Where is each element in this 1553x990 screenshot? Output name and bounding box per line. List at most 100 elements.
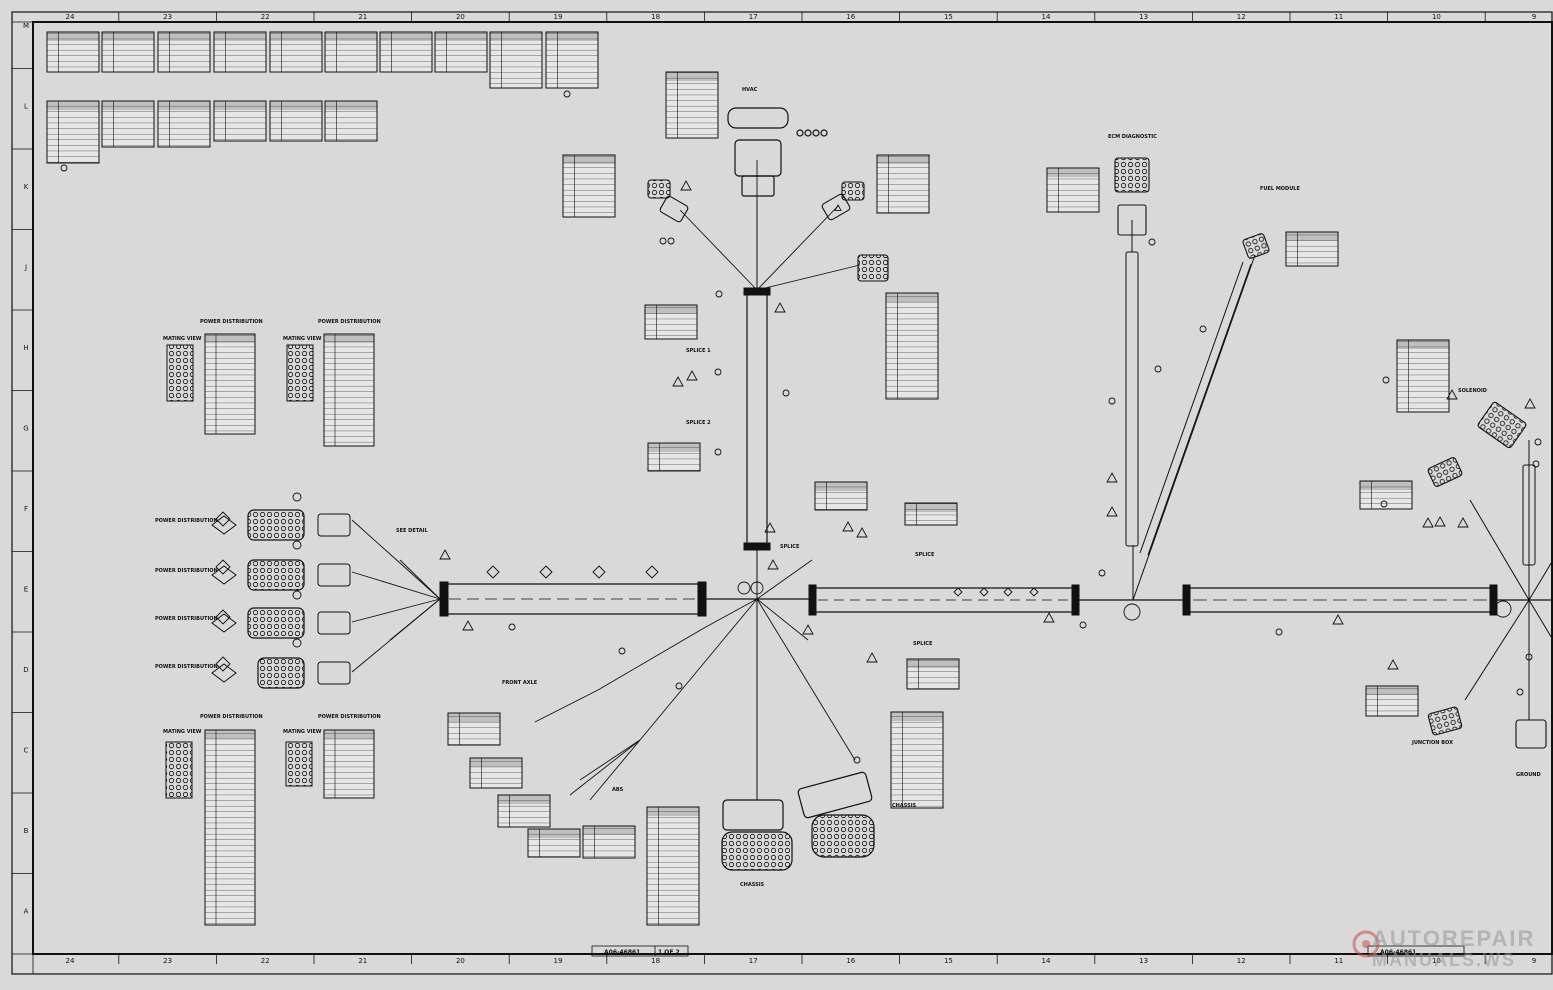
drawing-number-right: A06-46861 — [1380, 949, 1416, 956]
callout-diamond — [645, 565, 659, 579]
label-pd-4: POWER DISTRIBUTION — [155, 664, 218, 670]
wire-table — [527, 828, 581, 858]
wire-tables-center — [447, 71, 1450, 926]
bottom-zone-label: 20 — [456, 957, 465, 965]
top-zone-label: 20 — [456, 13, 465, 21]
wire-table — [204, 729, 256, 926]
label-splice-5: SPLICE — [913, 641, 933, 647]
side-zone-label: L — [24, 103, 28, 111]
callout-circle — [853, 756, 861, 764]
top-zone-label: 19 — [554, 13, 563, 21]
wire-table — [447, 712, 501, 746]
bottom-zone-label: 11 — [1334, 957, 1343, 965]
top-zone-label: 22 — [261, 13, 270, 21]
mating-view-connector — [166, 344, 194, 402]
connector-round-bottom-right — [797, 771, 875, 858]
callout-diamond — [215, 511, 231, 527]
harness-vertical-trunk — [743, 200, 771, 800]
wire-table — [545, 31, 599, 89]
wire-table — [1396, 339, 1450, 413]
wire-table — [1046, 167, 1100, 213]
top-zone-label: 11 — [1334, 13, 1343, 21]
callout-circle — [1525, 653, 1533, 661]
callout-circle — [714, 368, 722, 376]
bottom-zone-label: 16 — [846, 957, 855, 965]
revision-triangle — [680, 180, 692, 191]
side-zone-label: B — [24, 827, 29, 835]
wire-table — [647, 442, 701, 472]
wire-table — [157, 31, 211, 73]
side-zone-label: M — [23, 22, 29, 30]
label-junction-box: JUNCTION BOX — [1411, 740, 1453, 746]
diagram-labels: SEE DETAIL POWER DISTRIBUTION POWER DIST… — [155, 87, 1541, 888]
connector-module-right — [821, 181, 889, 282]
bottom-zone-label: 21 — [358, 957, 367, 965]
callout-circle — [292, 590, 302, 600]
bottom-zone-label: 17 — [749, 957, 758, 965]
label-chassis-1: CHASSIS — [740, 882, 765, 888]
label-pd-7: POWER DISTRIBUTION — [200, 714, 263, 720]
wire-table — [814, 481, 868, 511]
label-mating-view-2: MATING VIEW — [283, 336, 322, 342]
label-chassis-2: CHASSIS — [892, 803, 917, 809]
wire-table — [269, 31, 323, 73]
power-distribution-connector — [211, 559, 351, 591]
revision-triangle — [764, 522, 776, 533]
wire-table — [644, 304, 698, 340]
callout-diamond — [215, 656, 231, 672]
callout-diamond — [215, 609, 231, 625]
label-splice-3: SPLICE — [780, 544, 800, 550]
connector-fuel — [1242, 233, 1270, 259]
callout-circle — [667, 237, 675, 245]
top-zone-label: 23 — [163, 13, 172, 21]
bottom-zone-label: 12 — [1237, 957, 1246, 965]
wire-table — [1359, 480, 1413, 510]
callout-circle — [1275, 628, 1283, 636]
bottom-zone-label: 10 — [1432, 957, 1441, 965]
wire-table — [46, 100, 100, 164]
label-pd-3: POWER DISTRIBUTION — [155, 616, 218, 622]
label-pd-2: POWER DISTRIBUTION — [155, 568, 218, 574]
callout-diamond — [215, 559, 231, 575]
bottom-zone-label: 15 — [944, 957, 953, 965]
harness-main-trunk — [439, 581, 1553, 617]
wire-table — [157, 100, 211, 148]
bottom-zone-label: 18 — [651, 957, 660, 965]
revision-triangle — [1106, 506, 1118, 517]
callout-diamond — [1029, 587, 1039, 597]
bottom-zone-label: 24 — [66, 957, 75, 965]
revision-triangle — [834, 204, 842, 211]
label-mating-view-1: MATING VIEW — [163, 336, 202, 342]
watermark-line2: MANUALS.WS — [1372, 950, 1516, 970]
callout-diamond — [1003, 587, 1013, 597]
callout-diamond — [486, 565, 500, 579]
wire-table — [562, 154, 616, 218]
side-zone-label: F — [24, 505, 28, 513]
revision-triangle — [1422, 517, 1434, 528]
wire-table — [1285, 231, 1339, 267]
callout-circle — [1123, 603, 1141, 621]
wire-table — [890, 711, 944, 809]
label-solenoid: SOLENOID — [1458, 388, 1487, 394]
side-zone-label: C — [24, 747, 29, 755]
label-ecm-diagnostic: ECM DIAGNOSTIC — [1108, 134, 1157, 140]
side-zone-label: K — [24, 183, 29, 191]
callout-circle — [60, 164, 68, 172]
label-see-detail: SEE DETAIL — [396, 528, 428, 534]
wire-tables-left — [165, 333, 375, 926]
wire-table — [323, 729, 375, 799]
label-splice-2: SPLICE 2 — [686, 420, 711, 426]
side-zone-label: A — [24, 908, 29, 916]
harness-branch-fuel — [1125, 220, 1256, 601]
label-abs: ABS — [612, 787, 624, 793]
bottom-zone-label: 13 — [1139, 957, 1148, 965]
mating-view-connector — [285, 741, 313, 787]
side-zone-label: G — [23, 425, 28, 433]
label-splice-4: SPLICE — [915, 552, 935, 558]
watermark-line1: AUTOREPAIR — [1372, 926, 1536, 951]
callout-circle — [782, 389, 790, 397]
wire-table — [324, 31, 378, 73]
label-fuel-module: FUEL MODULE — [1260, 186, 1300, 192]
wire-table — [885, 292, 939, 400]
